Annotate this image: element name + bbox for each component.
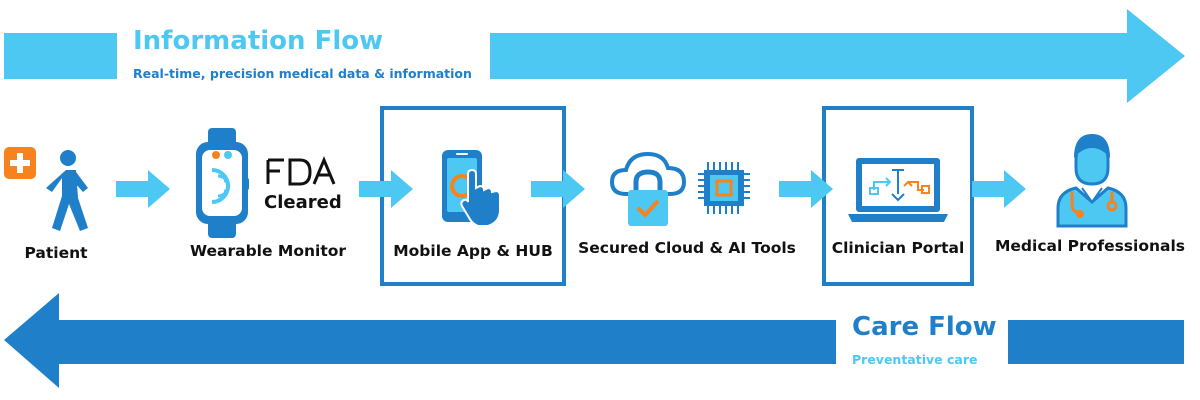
ai-chip-icon (698, 162, 750, 214)
stage-label-medical-professionals: Medical Professionals (994, 237, 1186, 255)
fda-logo-icon (266, 156, 336, 186)
information-flow-subtitle: Real-time, precision medical data & info… (133, 66, 472, 81)
doctor-icon (1056, 134, 1128, 228)
laptop-chart-icon (848, 158, 948, 222)
connector-arrow (779, 170, 833, 208)
connector-arrow (972, 170, 1026, 208)
connector-arrow (116, 170, 170, 208)
walking-person-icon (46, 150, 88, 231)
care-flow-title: Care Flow (852, 312, 997, 342)
phone-touch-icon (442, 150, 501, 227)
smartwatch-icon (196, 128, 249, 238)
stage-label-wearable-monitor: Wearable Monitor (189, 242, 347, 260)
stage-label-clinician-portal: Clinician Portal (831, 239, 965, 257)
care-flow-subtitle: Preventative care (852, 352, 978, 367)
stage-label-mobile-app: Mobile App & HUB (393, 242, 553, 260)
cloud-lock-icon (609, 151, 687, 226)
medical-cross-icon (4, 147, 36, 179)
connector-arrow (531, 170, 585, 208)
stage-label-secured-cloud: Secured Cloud & AI Tools (578, 239, 796, 257)
connector-arrow (359, 170, 413, 208)
information-flow-title: Information Flow (133, 26, 384, 56)
stage-label-patient: Patient (24, 244, 88, 262)
fda-cleared-badge: Cleared (264, 192, 342, 213)
